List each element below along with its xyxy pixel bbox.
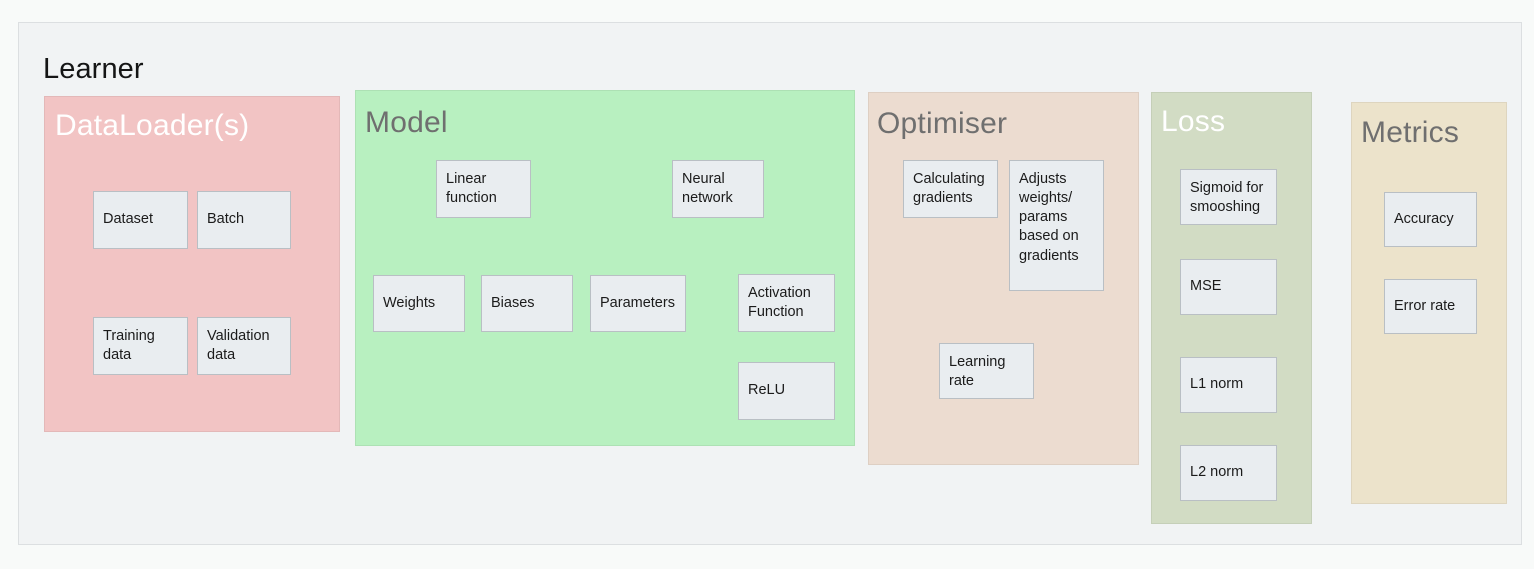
item-relu[interactable]: ReLU xyxy=(738,362,835,420)
item-validation-data[interactable]: Validation data xyxy=(197,317,291,375)
item-linear-function[interactable]: Linear function xyxy=(436,160,531,218)
item-parameters[interactable]: Parameters xyxy=(590,275,686,332)
item-accuracy[interactable]: Accuracy xyxy=(1384,192,1477,247)
item-mse[interactable]: MSE xyxy=(1180,259,1277,315)
item-activation-function[interactable]: Activation Function xyxy=(738,274,835,332)
item-learning-rate[interactable]: Learning rate xyxy=(939,343,1034,399)
item-calculating-gradients[interactable]: Calculating gradients xyxy=(903,160,998,218)
item-weights[interactable]: Weights xyxy=(373,275,465,332)
item-batch[interactable]: Batch xyxy=(197,191,291,249)
item-biases[interactable]: Biases xyxy=(481,275,573,332)
group-title-model: Model xyxy=(365,106,448,139)
item-adjusts-weights[interactable]: Adjusts weights/ params based on gradien… xyxy=(1009,160,1104,291)
item-neural-network[interactable]: Neural network xyxy=(672,160,764,218)
group-title-metrics: Metrics xyxy=(1361,116,1460,149)
item-l1-norm[interactable]: L1 norm xyxy=(1180,357,1277,413)
item-sigmoid-for-smooshing[interactable]: Sigmoid for smooshing xyxy=(1180,169,1277,225)
item-error-rate[interactable]: Error rate xyxy=(1384,279,1477,334)
group-title-optimiser: Optimiser xyxy=(877,107,1008,140)
item-training-data[interactable]: Training data xyxy=(93,317,188,375)
item-dataset[interactable]: Dataset xyxy=(93,191,188,249)
item-l2-norm[interactable]: L2 norm xyxy=(1180,445,1277,501)
page-title: Learner xyxy=(43,53,144,85)
group-title-loss: Loss xyxy=(1161,105,1226,138)
group-title-dataloaders: DataLoader(s) xyxy=(55,109,250,142)
